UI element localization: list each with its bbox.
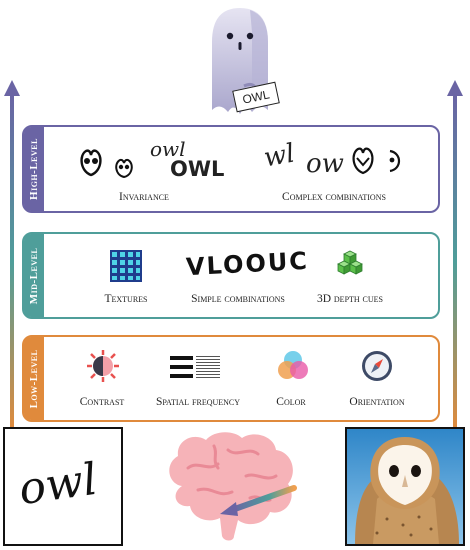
low-level-label: Low-Level [28, 349, 40, 408]
texture-grid-icon [110, 250, 142, 282]
mid-level-panel: Mid-Level Textures VLOOUC Simple combina… [22, 232, 440, 319]
invariance-label: Invariance [119, 191, 169, 203]
depth-cubes-icon [337, 250, 363, 275]
barn-owl-illustration [347, 429, 463, 544]
complex-combinations-label: Complex combinations [282, 191, 386, 203]
contrast-icon [87, 350, 119, 382]
complex-glyph-b: ow [306, 149, 344, 179]
invariance-owl-uppercase: OWL [170, 157, 225, 181]
high-level-panel: High-Level owl OWL Invariance wl ow Comp… [22, 125, 440, 213]
orientation-label: Orientation [349, 396, 405, 408]
color-label: Color [276, 396, 306, 408]
brain-icon [169, 432, 297, 541]
low-level-panel: Low-Level Contrast Spatial frequency Col… [22, 335, 440, 422]
handwritten-owl-text: owl [15, 453, 101, 516]
mid-level-tab: Mid-Level [24, 234, 44, 317]
color-venn-icon [278, 351, 308, 379]
contrast-label: Contrast [79, 396, 125, 408]
invariance-symbol-icon-1 [80, 149, 102, 177]
right-hierarchy-arrow [447, 80, 463, 430]
complex-symbol-icon-2 [389, 149, 401, 173]
owl-ghost-figure: OWL [190, 2, 290, 124]
complex-symbol-icon-1 [352, 147, 374, 175]
high-level-tab: High-Level [24, 127, 44, 211]
invariance-symbol-icon-2 [115, 158, 133, 179]
mid-level-label: Mid-Level [28, 247, 40, 304]
barn-owl-photo [345, 427, 465, 546]
invariance-owl-lowercase: owl [150, 137, 186, 161]
depth-cues-label: 3D depth cues [316, 293, 384, 305]
low-level-tab: Low-Level [24, 337, 44, 420]
left-hierarchy-arrow [4, 80, 20, 430]
orientation-compass-icon [362, 351, 392, 381]
textures-label: Textures [104, 293, 148, 305]
simple-combinations-glyphs: VLOOUC [185, 246, 310, 282]
owl-sign-text: OWL [241, 87, 271, 107]
spatial-frequency-label: Spatial frequency [155, 396, 241, 408]
handwritten-owl-card: owl [3, 427, 123, 546]
high-level-label: High-Level [28, 138, 40, 200]
spatial-frequency-icon [170, 356, 220, 378]
simple-combinations-label: Simple combinations [191, 293, 285, 305]
complex-glyph-a: wl [261, 138, 297, 174]
